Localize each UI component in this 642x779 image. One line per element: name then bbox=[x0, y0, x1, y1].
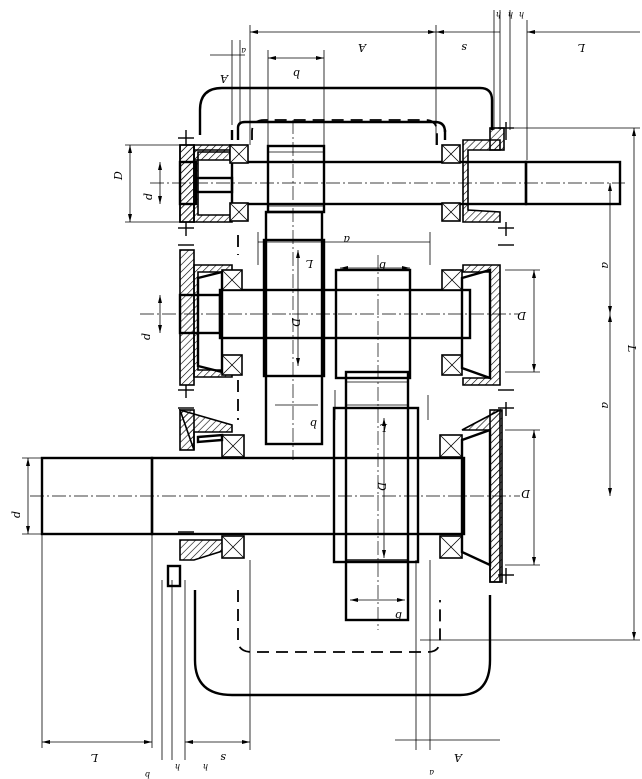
bearing-1d bbox=[441, 202, 461, 222]
label-bot-L: L bbox=[91, 751, 99, 764]
arrowheads bbox=[26, 30, 636, 744]
bearing-2b bbox=[221, 354, 243, 376]
bearing-1b bbox=[229, 202, 249, 222]
label-right-D1: D bbox=[517, 309, 527, 322]
label-mid-a: a bbox=[343, 233, 350, 246]
pinion-2 bbox=[334, 268, 412, 380]
label-top-s: s bbox=[461, 41, 467, 54]
centerlines bbox=[30, 120, 625, 630]
label-bot-a: a bbox=[429, 768, 434, 777]
bearing-1c bbox=[441, 144, 461, 164]
bearings bbox=[221, 144, 463, 559]
bearing-3d bbox=[439, 535, 463, 559]
gear-2 bbox=[262, 210, 326, 446]
bearing-3b bbox=[221, 535, 245, 559]
label-top-h2: h bbox=[508, 10, 513, 19]
dimension-lines bbox=[22, 10, 640, 760]
label-bot-s: s bbox=[220, 751, 226, 764]
labels: A s L b h h h A a a b b b L L D d d d D … bbox=[10, 10, 638, 779]
left-covers bbox=[178, 144, 233, 561]
label-left-D: D bbox=[112, 171, 125, 181]
housing-outline bbox=[193, 86, 494, 697]
label-right-D2: D bbox=[521, 487, 531, 500]
bolts bbox=[166, 122, 514, 588]
label-top-a-small: a bbox=[241, 46, 246, 55]
right-covers bbox=[461, 127, 505, 583]
label-mid-b2: b bbox=[310, 417, 317, 430]
bearing-2d bbox=[441, 354, 463, 376]
label-top-A-small: A bbox=[220, 72, 229, 85]
label-top-h3: h bbox=[519, 10, 524, 19]
label-bot-h2: h bbox=[203, 762, 208, 771]
label-gear-D1: D bbox=[289, 317, 302, 327]
label-bot-h1: h bbox=[175, 762, 180, 771]
label-gear-D2: D bbox=[375, 481, 388, 491]
label-mid-b1: b bbox=[379, 259, 386, 272]
bearing-2c bbox=[441, 269, 463, 291]
pinion-1 bbox=[266, 144, 326, 214]
right-end-caps bbox=[196, 268, 492, 567]
label-mid-L2: L bbox=[380, 421, 388, 434]
bearing-3a bbox=[221, 434, 245, 458]
label-left-d3: d bbox=[10, 511, 23, 518]
bearing-2a bbox=[221, 269, 243, 291]
bearing-1a bbox=[229, 144, 249, 164]
label-right-a1: a bbox=[599, 262, 612, 269]
label-left-d1: d bbox=[142, 193, 155, 200]
label-top-b: b bbox=[293, 67, 300, 80]
label-bot-b: b bbox=[145, 770, 150, 779]
bearing-3c bbox=[439, 434, 463, 458]
label-top-h1: h bbox=[496, 10, 501, 19]
label-top-L: L bbox=[578, 41, 586, 54]
label-right-a2: a bbox=[599, 402, 612, 409]
label-top-A: A bbox=[358, 41, 367, 54]
label-mid-b3: b bbox=[395, 609, 402, 622]
label-right-L: L bbox=[625, 344, 638, 352]
label-mid-L1: L bbox=[306, 257, 314, 270]
label-bot-A: A bbox=[454, 751, 463, 764]
label-left-d2: d bbox=[140, 333, 153, 340]
housing-cavity-hidden bbox=[237, 119, 441, 653]
